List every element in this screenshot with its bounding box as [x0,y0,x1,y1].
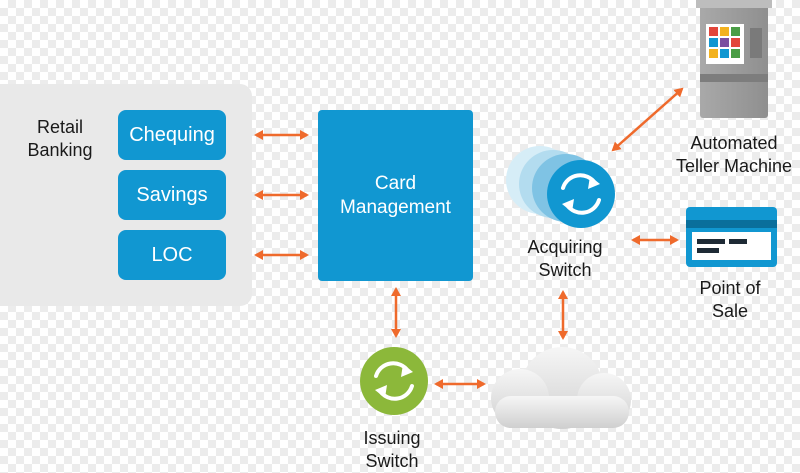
arrow-acquiring-atm [611,87,684,152]
point-of-sale-label: Point of Sale [699,278,761,321]
loc-box: LOC [118,230,226,280]
retail-banking-label: Retail Banking [27,117,93,160]
atm-label: Automated Teller Machine [675,133,793,176]
acquiring-switch-icon [506,146,615,228]
cloud-icon [491,347,631,429]
credit-card-icon [686,207,777,267]
issuing-switch-label: Issuing Switch [363,428,421,471]
issuing-switch-icon [360,347,428,415]
atm-icon [696,0,772,118]
chequing-box: Chequing [118,110,226,160]
savings-box: Savings [118,170,226,220]
acquiring-switch-label: Acquiring Switch [527,237,603,280]
card-management-box: Card Management [318,110,473,281]
